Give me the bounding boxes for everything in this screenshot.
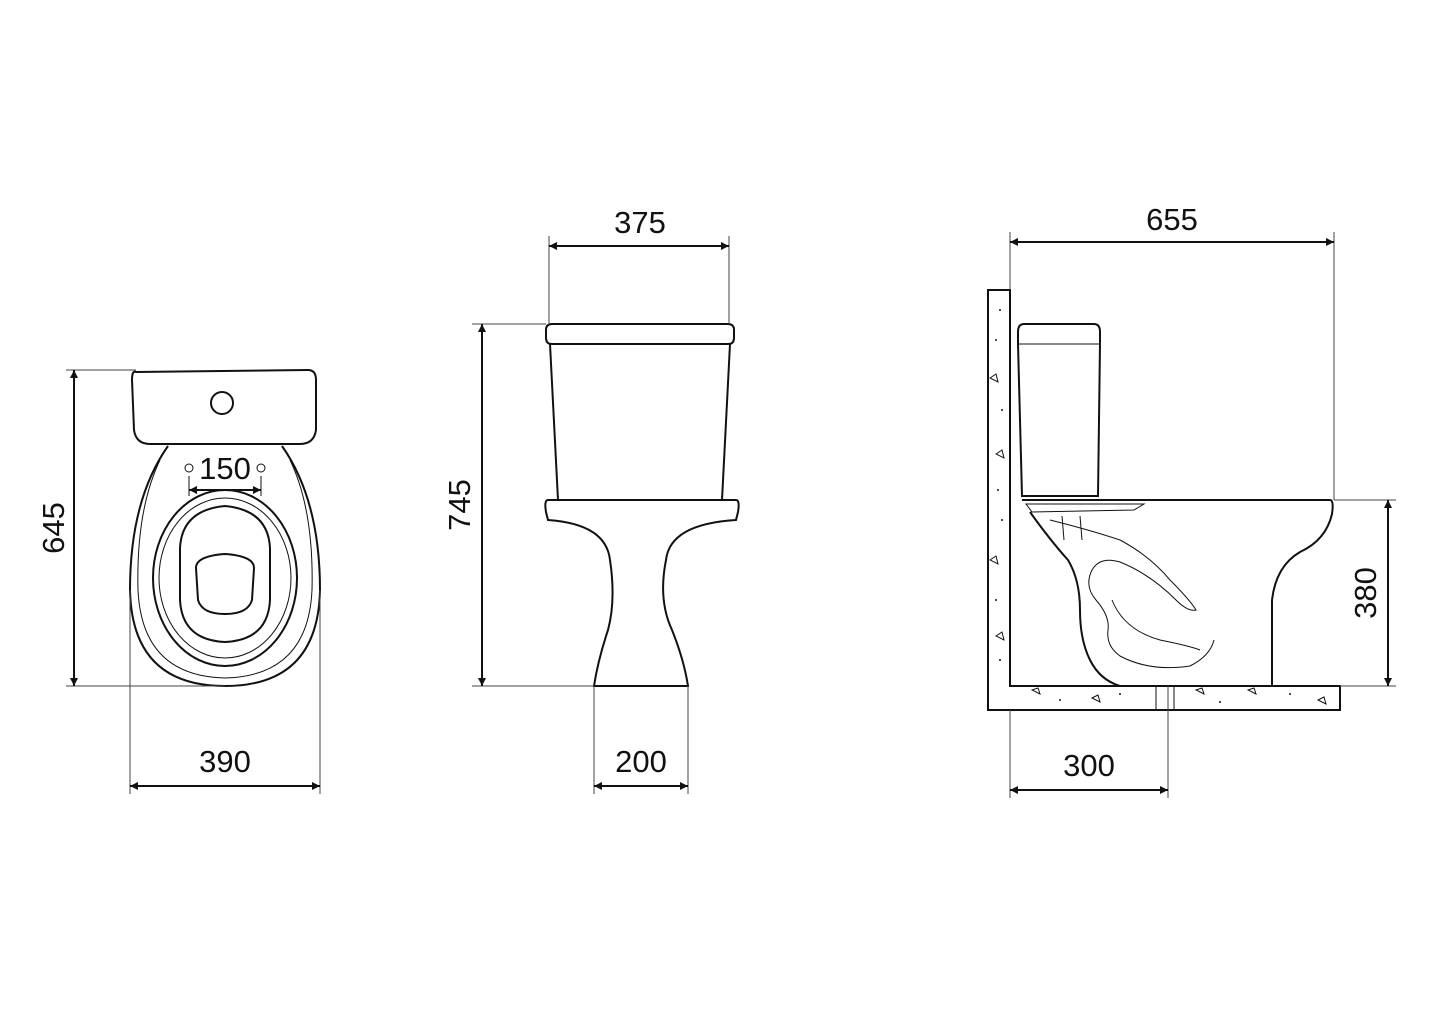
dim-150-label: 150 — [199, 451, 251, 486]
top-water-area — [194, 552, 256, 616]
top-tank — [130, 368, 317, 445]
top-seat-inner — [158, 497, 292, 659]
flush-button — [210, 391, 234, 415]
fixing-hole-right-icon — [256, 463, 266, 473]
front-view: 375 745 200 — [442, 205, 740, 794]
dim-375-label: 375 — [614, 205, 666, 240]
side-trap — [1029, 511, 1121, 687]
dim-645-label: 645 — [36, 502, 71, 554]
top-bowl-rim — [137, 459, 313, 679]
side-bowl — [1022, 499, 1334, 686]
front-tank-body — [549, 343, 731, 501]
front-tank-lid — [545, 323, 735, 345]
side-trap-inner — [1049, 519, 1215, 669]
wall-hatching — [989, 373, 1327, 705]
front-bowl-rim — [544, 499, 740, 687]
fixing-hole-left-icon — [184, 463, 194, 473]
dim-300-label: 300 — [1063, 748, 1115, 783]
side-seat — [1025, 503, 1146, 513]
dim-655-label: 655 — [1146, 202, 1198, 237]
wall-dots — [995, 309, 1291, 703]
dim-390-label: 390 — [199, 744, 251, 779]
dim-745-label: 745 — [442, 479, 477, 531]
top-bowl-opening — [179, 504, 271, 644]
side-tank — [1017, 323, 1101, 497]
top-seat — [152, 489, 298, 667]
top-view: 150 645 390 — [36, 368, 322, 794]
side-view: 655 380 300 — [987, 202, 1396, 798]
dim-380-label: 380 — [1348, 567, 1383, 619]
dim-200-label: 200 — [615, 744, 667, 779]
